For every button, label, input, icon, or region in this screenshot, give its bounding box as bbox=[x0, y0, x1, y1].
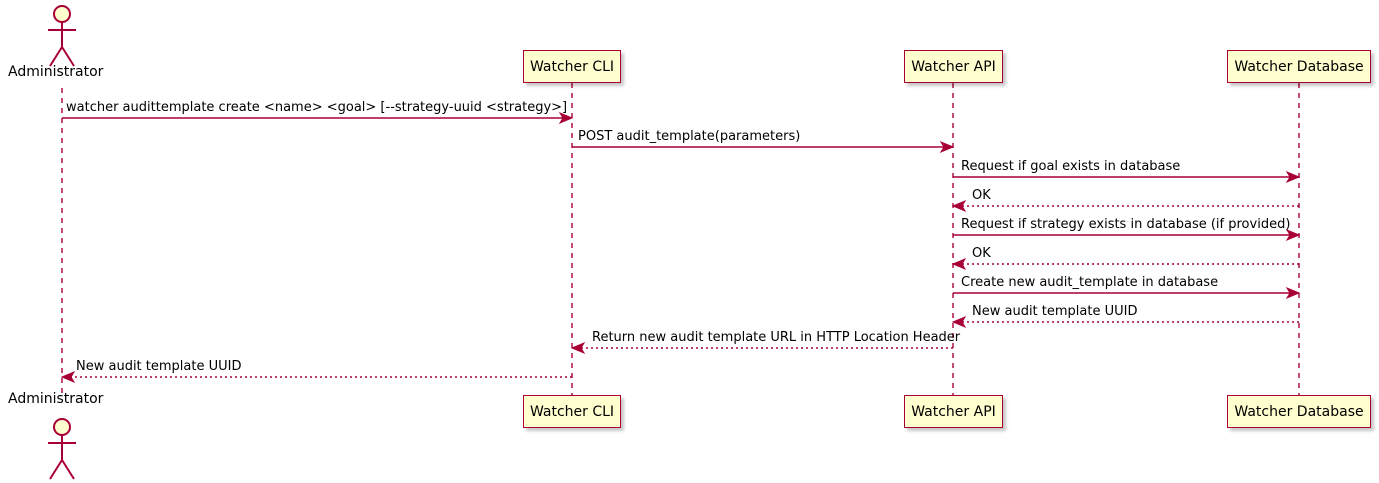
message-10 bbox=[60, 370, 572, 384]
message-7 bbox=[953, 286, 1301, 300]
participant-label-watcher-database-top: Watcher Database bbox=[1234, 58, 1364, 75]
participant-label-watcher-api-bottom: Watcher API bbox=[911, 403, 996, 420]
actor-leg-right-administrator-top bbox=[61, 46, 75, 67]
message-label-2: POST audit_template(parameters) bbox=[578, 129, 801, 144]
actor-label-administrator-bottom: Administrator bbox=[8, 391, 104, 407]
participant-box-watcher-database-top[interactable]: Watcher Database bbox=[1227, 50, 1371, 83]
message-arrowhead-7 bbox=[1285, 286, 1301, 300]
message-arrowhead-6 bbox=[951, 257, 967, 271]
message-label-8: New audit template UUID bbox=[972, 304, 1138, 319]
message-1 bbox=[62, 111, 574, 125]
actor-leg-left-administrator-top bbox=[49, 46, 63, 67]
message-5 bbox=[953, 228, 1301, 242]
message-arrowhead-8 bbox=[951, 315, 967, 329]
participant-box-watcher-database-bottom[interactable]: Watcher Database bbox=[1227, 395, 1371, 428]
message-arrowhead-1 bbox=[558, 111, 574, 125]
message-arrowhead-3 bbox=[1285, 170, 1301, 184]
message-label-4: OK bbox=[972, 188, 991, 203]
participant-label-watcher-cli-top: Watcher CLI bbox=[529, 58, 615, 75]
actor-leg-left-administrator-bottom bbox=[49, 459, 63, 480]
actor-label-administrator-top: Administrator bbox=[8, 64, 104, 80]
message-arrowhead-5 bbox=[1285, 228, 1301, 242]
message-label-6: OK bbox=[972, 246, 991, 261]
message-label-3: Request if goal exists in database bbox=[961, 159, 1181, 174]
message-arrowhead-2 bbox=[939, 140, 955, 154]
actor-figure-administrator-top bbox=[48, 5, 76, 67]
message-2 bbox=[572, 140, 955, 154]
participant-label-watcher-api-top: Watcher API bbox=[911, 58, 996, 75]
actor-leg-right-administrator-bottom bbox=[61, 459, 75, 480]
message-label-1: watcher audittemplate create <name> <goa… bbox=[66, 100, 568, 115]
participant-box-watcher-cli-bottom[interactable]: Watcher CLI bbox=[523, 395, 621, 428]
message-label-10: New audit template UUID bbox=[76, 359, 242, 374]
message-arrowhead-4 bbox=[951, 199, 967, 213]
message-4 bbox=[951, 199, 1299, 213]
actor-figure-administrator-bottom bbox=[48, 418, 76, 480]
message-label-7: Create new audit_template in database bbox=[961, 275, 1219, 290]
participant-box-watcher-api-top[interactable]: Watcher API bbox=[904, 50, 1003, 83]
message-9 bbox=[570, 341, 953, 355]
message-8 bbox=[951, 315, 1299, 329]
message-arrowhead-10 bbox=[60, 370, 76, 384]
participant-label-watcher-database-bottom: Watcher Database bbox=[1234, 403, 1364, 420]
message-6 bbox=[951, 257, 1299, 271]
participant-box-watcher-api-bottom[interactable]: Watcher API bbox=[904, 395, 1003, 428]
participant-box-watcher-cli-top[interactable]: Watcher CLI bbox=[523, 50, 621, 83]
message-arrowhead-9 bbox=[570, 341, 586, 355]
message-label-5: Request if strategy exists in database (… bbox=[961, 217, 1291, 232]
participant-label-watcher-cli-bottom: Watcher CLI bbox=[529, 403, 615, 420]
message-3 bbox=[953, 170, 1301, 184]
message-label-9: Return new audit template URL in HTTP Lo… bbox=[592, 330, 961, 345]
